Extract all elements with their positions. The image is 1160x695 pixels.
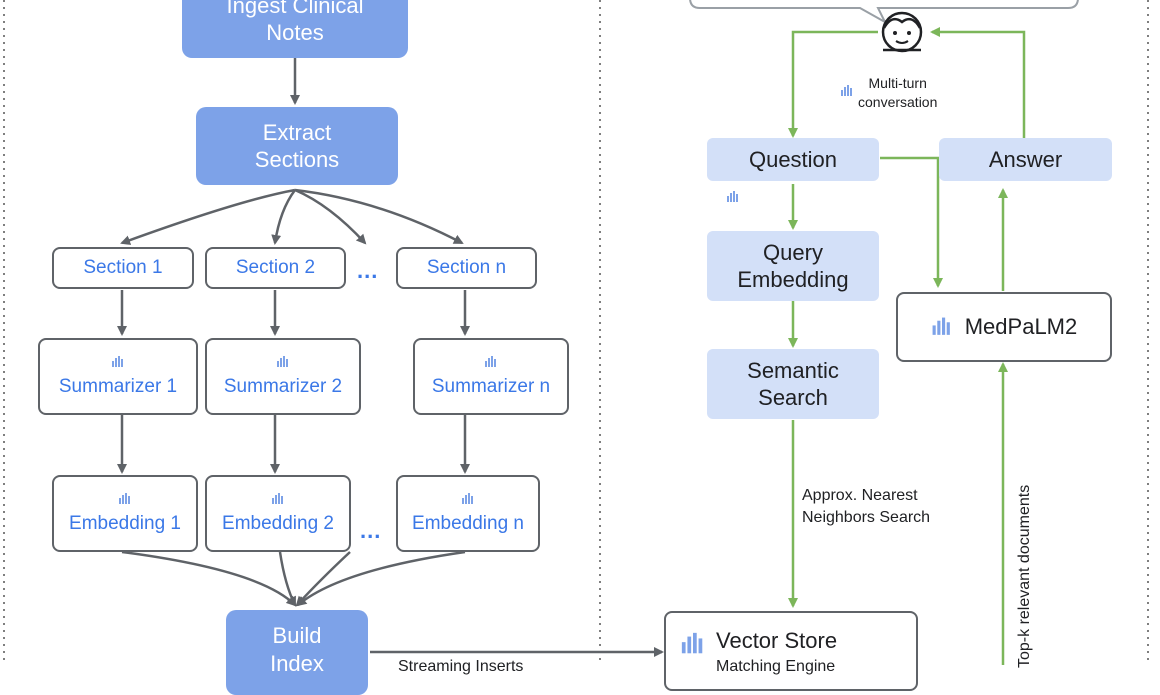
sections-ellipsis: ... — [357, 258, 379, 283]
section-1-node: Section 1 — [52, 247, 194, 289]
left-arrows — [117, 58, 664, 657]
extract-sections-node: Extract Sections — [196, 107, 398, 185]
build-index-node: Build Index — [226, 610, 368, 695]
sparkle-icon — [112, 355, 123, 367]
sparkle-icon — [119, 492, 130, 504]
section-1-label: Section 1 — [83, 257, 163, 279]
embedding-1-node: Embedding 1 — [52, 475, 198, 552]
question-label: Question — [748, 146, 838, 172]
sparkle-icon — [681, 632, 703, 654]
embeddings-ellipsis: ... — [360, 518, 382, 543]
sparkle-icon — [841, 85, 852, 96]
sparkle-icon — [272, 492, 283, 504]
vector-store-node: Vector Store Matching Engine — [664, 611, 918, 691]
query-embedding-node: Query Embedding — [707, 231, 879, 301]
multi-turn-label: Multi-turn conversation — [840, 74, 937, 112]
embedding-n-label: Embedding n — [412, 512, 524, 534]
embedding-1-label: Embedding 1 — [69, 512, 181, 534]
vector-store-title: Vector Store — [716, 628, 838, 653]
sparkle-icon — [932, 317, 950, 335]
ingest-clinical-notes-node: Ingest Clinical Notes — [182, 0, 408, 58]
section-2-node: Section 2 — [205, 247, 346, 289]
sparkle-icon — [462, 492, 473, 504]
semantic-search-node: Semantic Search — [707, 349, 879, 419]
ann-search-label: Approx. Nearest Neighbors Search — [802, 487, 931, 526]
question-node: Question — [707, 138, 879, 181]
medpalm2-node: MedPaLM2 — [896, 292, 1112, 362]
sparkle-icon — [277, 355, 288, 367]
sparkle-icon — [485, 355, 496, 367]
summarizer-1-node: Summarizer 1 — [38, 338, 198, 415]
summarizer-n-node: Summarizer n — [413, 338, 569, 415]
summarizer-1-label: Summarizer 1 — [58, 375, 178, 397]
medpalm2-label: MedPaLM2 — [964, 314, 1078, 340]
summarizer-2-label: Summarizer 2 — [223, 375, 343, 397]
section-2-label: Section 2 — [235, 257, 316, 279]
answer-label: Answer — [988, 146, 1063, 172]
summarizer-2-node: Summarizer 2 — [205, 338, 361, 415]
diagram-canvas — [3, 0, 1149, 665]
speech-bubble — [689, 0, 1079, 25]
top-k-label: Top-k relevant documents — [1016, 484, 1033, 668]
section-n-label: Section n — [426, 257, 507, 279]
right-arrows — [788, 27, 1026, 665]
answer-node: Answer — [939, 138, 1112, 181]
sparkle-icon — [727, 191, 738, 202]
embedding-2-label: Embedding 2 — [222, 512, 334, 534]
embedding-2-node: Embedding 2 — [205, 475, 351, 552]
user-icon — [881, 11, 923, 53]
vector-store-subtitle: Matching Engine — [716, 657, 836, 675]
embedding-n-node: Embedding n — [396, 475, 540, 552]
streaming-inserts-label: Streaming Inserts — [398, 658, 524, 675]
summarizer-n-label: Summarizer n — [431, 375, 551, 397]
section-n-node: Section n — [396, 247, 537, 289]
